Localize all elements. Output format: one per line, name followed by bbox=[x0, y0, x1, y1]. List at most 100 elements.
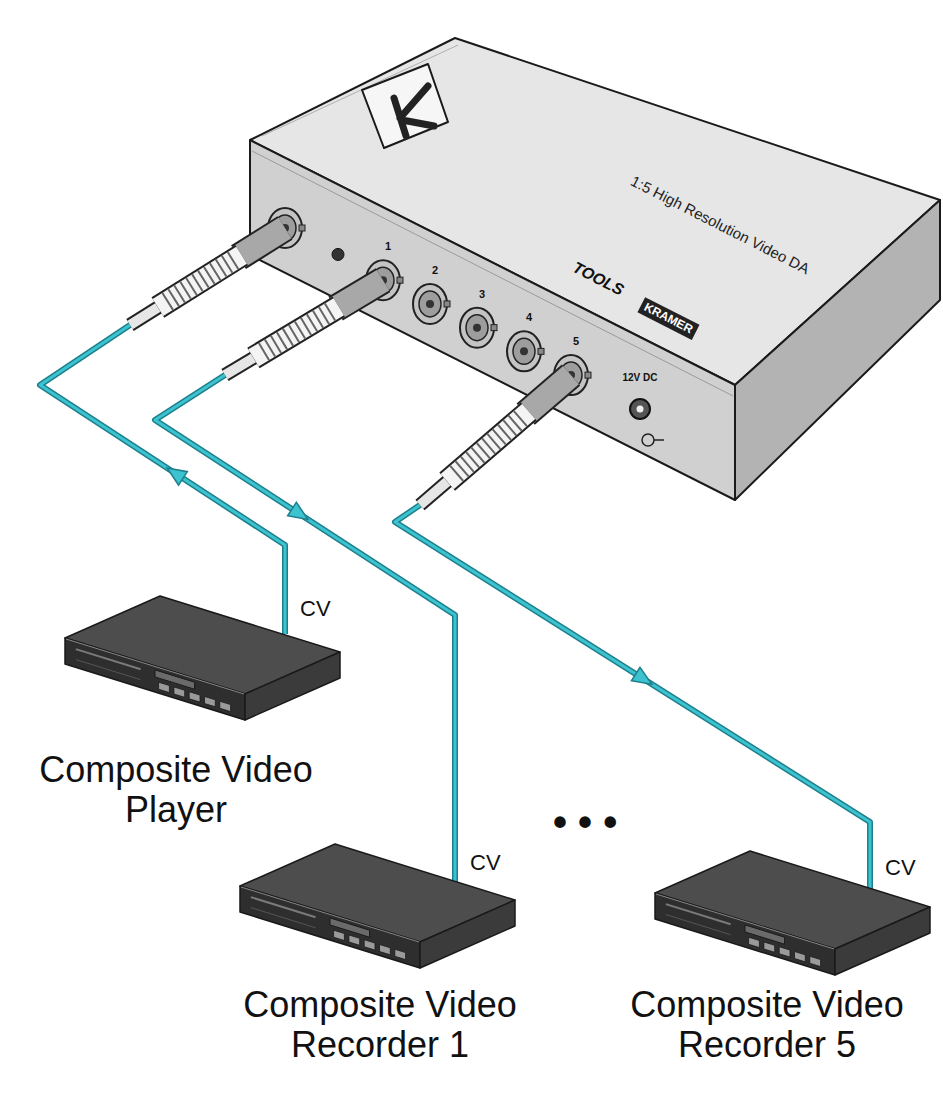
bnc-connector bbox=[413, 284, 450, 324]
vcr-front bbox=[240, 886, 420, 968]
logo-mark bbox=[394, 86, 434, 136]
plug-ferrule-outline bbox=[336, 280, 383, 308]
plug-sleeve bbox=[253, 307, 338, 358]
cable bbox=[395, 505, 870, 889]
video-recorder: CVComposite Video Recorder 5 bbox=[597, 889, 937, 1065]
plug-sleeve-ribs bbox=[260, 311, 331, 354]
vcr-button bbox=[779, 947, 790, 957]
logo-plate bbox=[362, 64, 448, 148]
plug-sleeve-ribs bbox=[453, 418, 521, 476]
device-label: Composite Video Player bbox=[6, 750, 346, 830]
bnc-sleeve bbox=[466, 315, 488, 341]
vcr-front bbox=[65, 638, 245, 720]
polarity-symbol bbox=[642, 434, 654, 446]
port-label: CV bbox=[300, 596, 331, 622]
bnc-plug bbox=[225, 280, 383, 375]
vcr-end bbox=[420, 900, 515, 968]
bnc-plug bbox=[130, 228, 285, 325]
port-label: CV bbox=[470, 850, 501, 876]
port-number: 3 bbox=[479, 288, 485, 301]
cable-line bbox=[40, 253, 285, 634]
vcr-button bbox=[795, 951, 806, 961]
vcr-button bbox=[220, 701, 231, 711]
plug-sleeve bbox=[447, 411, 529, 481]
plug-ferrule bbox=[239, 228, 286, 257]
port-number: 4 bbox=[526, 311, 532, 324]
vcr-button bbox=[764, 942, 775, 952]
panel-line bbox=[76, 660, 141, 680]
arrow-head bbox=[288, 502, 313, 526]
plug-sleeve-outline bbox=[447, 411, 529, 481]
bnc-ring bbox=[460, 308, 494, 348]
device-title: 1:5 High Resolution Video DA bbox=[628, 172, 813, 278]
vcr-button bbox=[364, 940, 375, 950]
panel-line bbox=[666, 915, 731, 935]
plug-boot bbox=[225, 358, 253, 375]
bnc-nub bbox=[397, 277, 403, 283]
bnc-connector bbox=[460, 308, 497, 348]
plug-boot bbox=[130, 308, 158, 325]
bnc-sleeve bbox=[419, 291, 441, 317]
plug-sleeve-ribs bbox=[164, 260, 234, 304]
vcr-button bbox=[395, 949, 406, 959]
bnc-nub bbox=[299, 225, 305, 231]
vcr-button bbox=[159, 682, 170, 692]
vcr-button bbox=[349, 935, 360, 945]
cable-outline bbox=[40, 253, 285, 634]
port-number: 2 bbox=[432, 264, 438, 277]
cable-line bbox=[395, 505, 870, 889]
port-number: 5 bbox=[573, 335, 579, 348]
vcr-end bbox=[835, 907, 930, 975]
vcr-button bbox=[189, 692, 200, 702]
bnc-nub bbox=[491, 325, 497, 331]
panel-line bbox=[251, 908, 316, 928]
cable bbox=[40, 253, 285, 634]
power-jack-pin bbox=[637, 405, 644, 412]
port-number: 1 bbox=[385, 240, 391, 253]
plug-sleeve bbox=[158, 255, 242, 307]
video-player: CVComposite Video Player bbox=[6, 634, 346, 830]
power-jack bbox=[630, 399, 650, 419]
plug-ferrule bbox=[336, 280, 383, 308]
arrow-head bbox=[631, 667, 656, 691]
plug-boot-outline bbox=[225, 358, 253, 375]
tape-slot bbox=[251, 897, 316, 917]
vcr-button bbox=[380, 944, 391, 954]
arrow-head bbox=[163, 461, 188, 485]
vcr-button bbox=[174, 687, 185, 697]
bnc-pin bbox=[473, 324, 481, 332]
plug-ferrule-outline bbox=[526, 375, 571, 414]
vcr-end bbox=[245, 652, 340, 720]
vcr-button bbox=[749, 937, 760, 947]
video-recorder: CVComposite Video Recorder 1 bbox=[210, 882, 550, 1065]
top-lip-line bbox=[262, 45, 458, 136]
plug-boot bbox=[420, 482, 447, 505]
tape-slot bbox=[76, 649, 141, 669]
port-label: CV bbox=[885, 855, 916, 881]
bnc-ring bbox=[413, 284, 447, 324]
bnc-pin bbox=[520, 347, 528, 355]
tape-slot bbox=[666, 904, 731, 924]
ellipsis: • • • bbox=[553, 800, 617, 844]
bnc-nub bbox=[585, 372, 591, 378]
plug-ferrule bbox=[526, 375, 571, 414]
power-label: 12V DC bbox=[623, 372, 658, 384]
vcr-edge bbox=[656, 894, 834, 949]
device-label: Composite Video Recorder 5 bbox=[597, 985, 937, 1065]
plug-sleeve-outline bbox=[158, 255, 242, 307]
plug-sleeve-outline bbox=[253, 307, 338, 358]
vcr-button bbox=[334, 930, 345, 940]
bnc-connector bbox=[507, 331, 544, 371]
bnc-sleeve bbox=[513, 338, 535, 364]
plug-boot-outline bbox=[130, 308, 158, 325]
cable-outline bbox=[395, 505, 870, 889]
vcr-edge bbox=[66, 639, 244, 694]
plug-ferrule-outline bbox=[239, 228, 286, 257]
bnc-ring bbox=[507, 331, 541, 371]
bnc-plug bbox=[420, 375, 571, 505]
bnc-pin bbox=[426, 300, 434, 308]
vcr-edge bbox=[241, 887, 419, 942]
plug-boot-outline bbox=[420, 482, 447, 505]
polarity-symbol bbox=[654, 439, 664, 441]
